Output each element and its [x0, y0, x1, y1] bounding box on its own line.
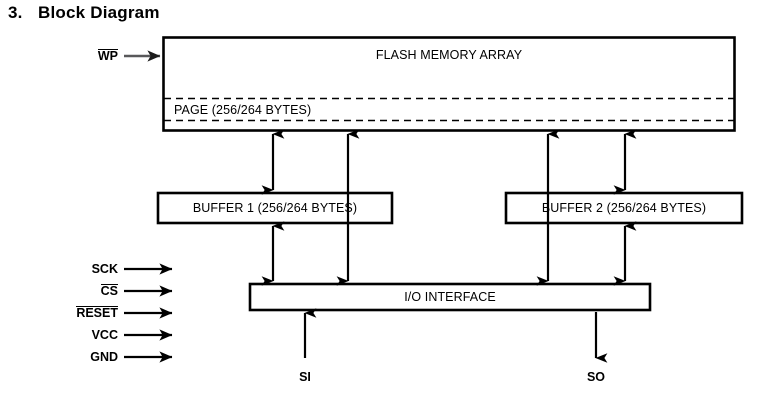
buffer-2-label: BUFFER 2 (256/264 BYTES): [541, 201, 707, 215]
pin-label-sck-text: SCK: [91, 262, 118, 276]
io-interface-box: [248, 282, 652, 312]
pin-label-gnd: GND: [30, 351, 118, 364]
pin-label-cs-text: CS: [100, 284, 118, 298]
page-title: 3. Block Diagram: [8, 3, 428, 29]
pin-label-reset: RESET: [18, 306, 118, 320]
pin-label-cs: CS: [30, 284, 118, 298]
flash-memory-array-label: FLASH MEMORY ARRAY: [375, 48, 523, 62]
pin-label-vcc: VCC: [30, 329, 118, 342]
section-title: Block Diagram: [38, 3, 160, 22]
flash-memory-array-box: [162, 36, 736, 132]
pin-label-reset-text: RESET: [76, 306, 118, 320]
pin-label-vcc-text: VCC: [91, 328, 118, 342]
pin-label-sck: SCK: [30, 263, 118, 276]
page-label: PAGE (256/264 BYTES): [174, 103, 312, 117]
section-number: 3.: [8, 3, 23, 22]
pin-label-gnd-text: GND: [90, 350, 118, 364]
pin-label-si: SI: [299, 370, 311, 384]
pin-label-wp: WP: [30, 49, 118, 63]
buffer-1-label: BUFFER 1 (256/264 BYTES): [192, 201, 358, 215]
pin-label-so: SO: [586, 370, 606, 384]
pin-label-wp-text: WP: [97, 49, 118, 63]
io-interface-label: I/O INTERFACE: [404, 290, 496, 304]
